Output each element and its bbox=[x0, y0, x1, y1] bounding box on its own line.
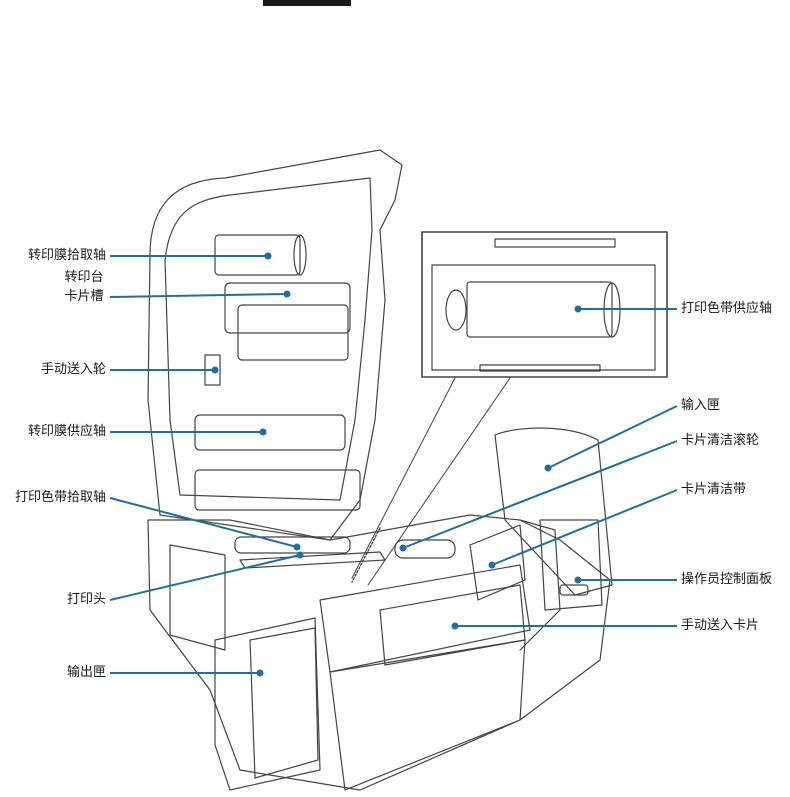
output-hopper-front bbox=[249, 627, 319, 779]
label-input-hopper: 输入匣 bbox=[681, 398, 721, 413]
leader-input-hopper bbox=[547, 405, 678, 469]
label-card-cleaning-tape: 卡片清洁带 bbox=[681, 482, 747, 497]
leader-card-cleaning-tape bbox=[491, 489, 678, 566]
leader-printhead bbox=[109, 554, 301, 601]
inset-leader-b bbox=[367, 377, 511, 586]
lid-gear bbox=[204, 354, 221, 386]
inset-dotted bbox=[351, 527, 381, 583]
operator-panel-part bbox=[539, 519, 603, 611]
label-operator-panel: 操作员控制面板 bbox=[681, 572, 773, 587]
body-outline bbox=[147, 514, 611, 791]
label-printhead: 打印头 bbox=[66, 592, 106, 607]
label-ribbon-supply: 打印色带供应轴 bbox=[681, 301, 773, 316]
label-transfer-film-takeup: 转印膜拾取轴 bbox=[27, 248, 106, 263]
dot-manual-feed-wheel bbox=[211, 366, 219, 374]
body-left-vents bbox=[169, 544, 226, 651]
dot-transfer-film-supply bbox=[259, 428, 267, 436]
right-side bbox=[519, 519, 561, 651]
label-card-slot: 卡片槽 bbox=[64, 289, 104, 304]
header-bar bbox=[263, 0, 351, 6]
inset-frame bbox=[421, 231, 668, 378]
label-transfer-platen: 转印台 bbox=[64, 270, 104, 285]
dot-input-hopper bbox=[544, 464, 552, 472]
label-transfer-film-supply: 转印膜供应轴 bbox=[27, 424, 106, 439]
leader-ribbon-takeup bbox=[109, 497, 298, 548]
label-manual-card-feed: 手动送入卡片 bbox=[681, 618, 760, 633]
dot-ribbon-takeup bbox=[293, 543, 301, 551]
dot-output-hopper bbox=[256, 669, 264, 677]
dot-card-cleaning-roller bbox=[399, 544, 407, 552]
card-cleaning-tape-part bbox=[469, 524, 526, 601]
dot-printhead bbox=[296, 551, 304, 559]
dot-card-cleaning-tape bbox=[488, 561, 496, 569]
front-cover bbox=[329, 639, 526, 791]
output-hopper bbox=[214, 617, 321, 791]
ribbon-takeup-roll bbox=[234, 536, 351, 554]
dot-ribbon-supply bbox=[574, 305, 582, 313]
dot-transfer-film-takeup bbox=[264, 252, 272, 260]
ribbon-supply-left-end bbox=[445, 289, 467, 331]
leader-card-slot bbox=[109, 293, 288, 298]
inset-top-rail bbox=[494, 238, 616, 248]
panel-buttons bbox=[559, 584, 589, 596]
inset-leader-a bbox=[351, 377, 456, 579]
transfer-platen-frame bbox=[237, 304, 349, 361]
leader-card-cleaning-roller bbox=[402, 440, 678, 549]
dot-manual-card-feed bbox=[451, 622, 459, 630]
transfer-platen-assembly bbox=[224, 282, 351, 334]
dot-operator-panel bbox=[574, 576, 582, 584]
label-output-hopper: 输出匣 bbox=[66, 665, 106, 680]
takeup-roll-end bbox=[293, 234, 307, 276]
lid-inner bbox=[164, 177, 373, 501]
label-card-cleaning-roller: 卡片清洁滚轮 bbox=[681, 433, 760, 448]
inset-bottom-rail bbox=[479, 364, 601, 372]
lid-outline bbox=[147, 149, 403, 541]
dot-card-slot bbox=[283, 290, 291, 298]
lid-lower-bracket bbox=[194, 469, 361, 511]
input-hopper bbox=[494, 427, 613, 596]
label-ribbon-takeup: 打印色带拾取轴 bbox=[14, 490, 106, 505]
card-path bbox=[319, 564, 531, 673]
label-manual-feed-wheel: 手动送入轮 bbox=[40, 362, 106, 377]
inset-inner bbox=[431, 264, 656, 371]
